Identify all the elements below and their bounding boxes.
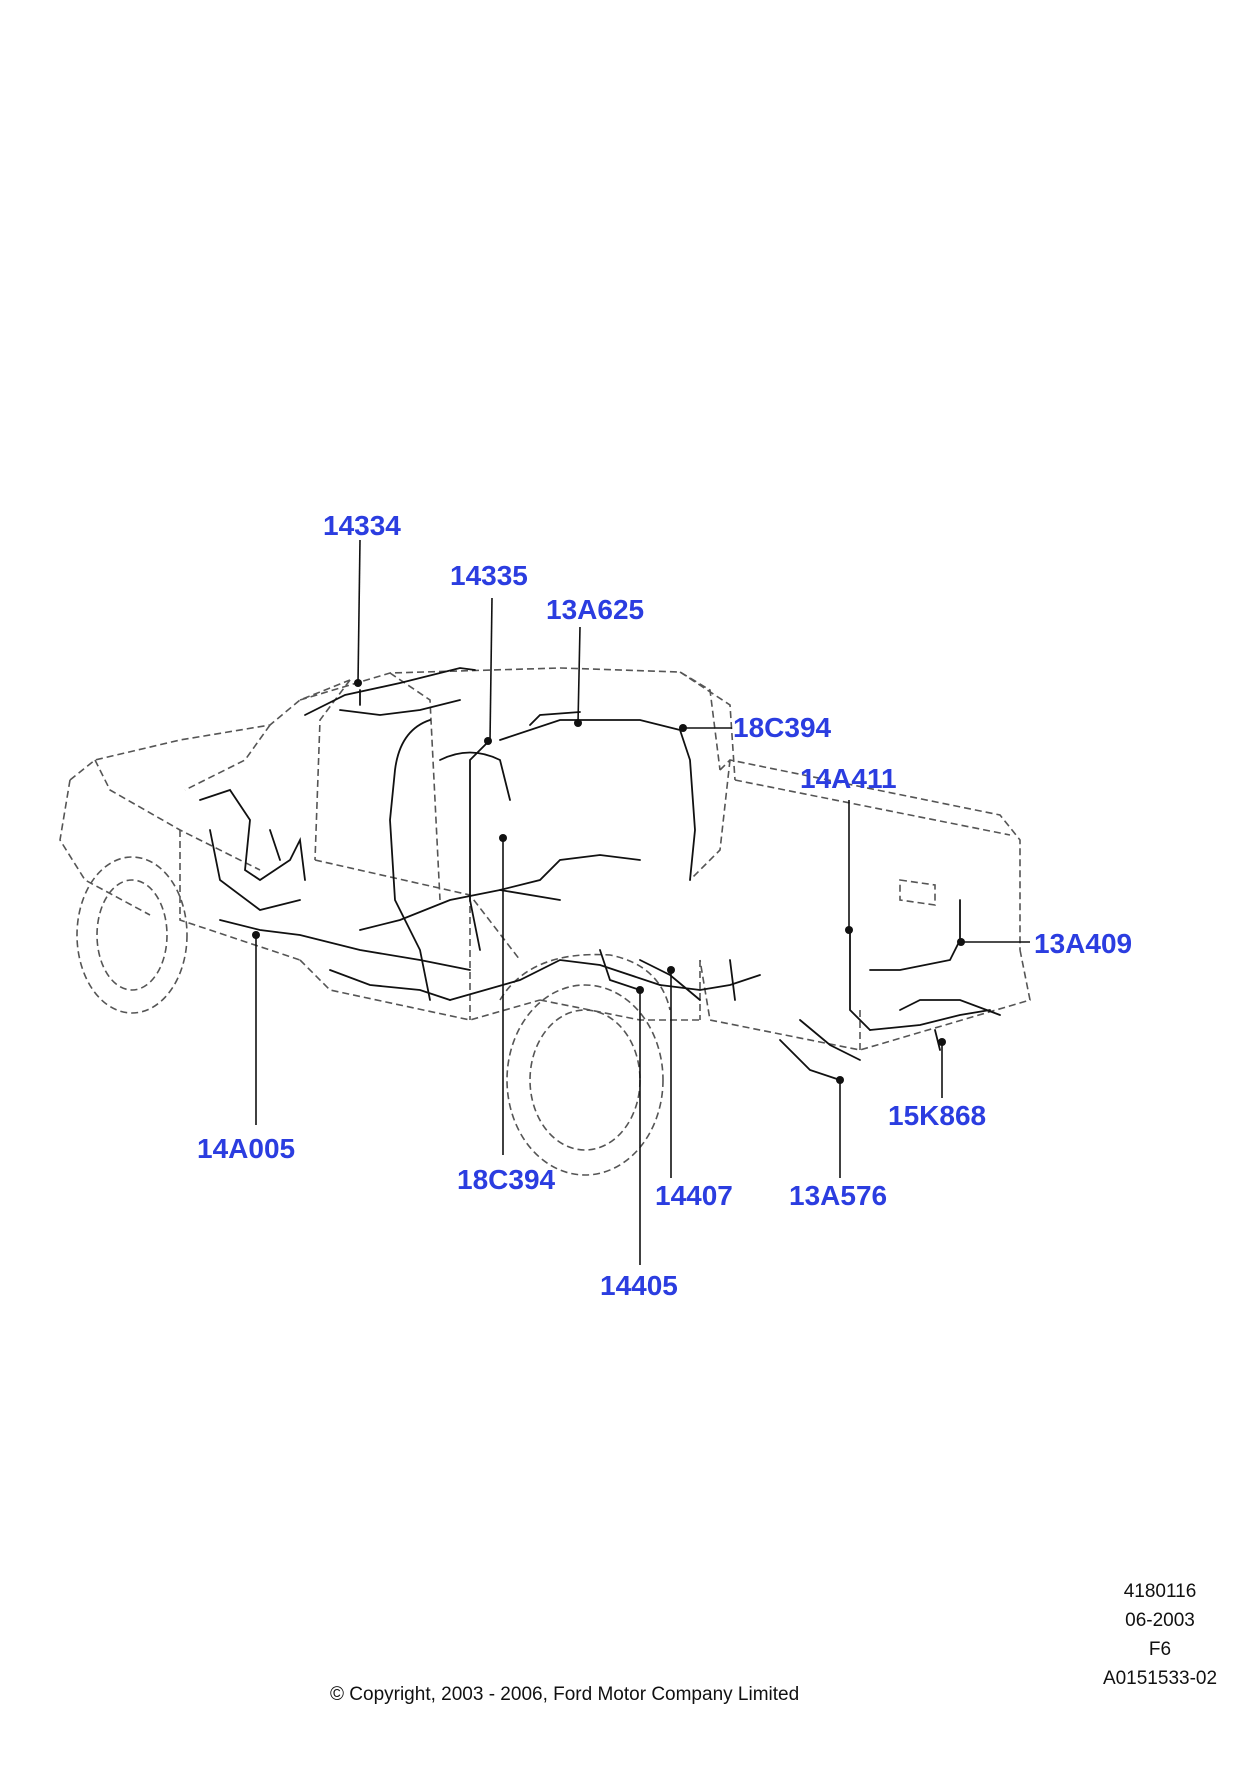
document-variant: F6 xyxy=(1148,1639,1172,1660)
wheel-front xyxy=(76,856,188,1014)
callout-18C394-top: 18C394 xyxy=(733,712,832,743)
callout-14407: 14407 xyxy=(655,1180,733,1211)
copyright-notice: © Copyright, 2003 - 2006, Ford Motor Com… xyxy=(330,1684,800,1705)
leader-14335 xyxy=(489,597,493,742)
leader-14334 xyxy=(357,539,361,684)
callout-14334: 14334 xyxy=(323,510,401,541)
callout-18C394-bottom: 18C394 xyxy=(457,1164,556,1195)
callout-13A409: 13A409 xyxy=(1034,928,1133,959)
connector-dots xyxy=(252,679,965,1084)
callout-13A625: 13A625 xyxy=(546,594,645,625)
callout-15K868: 15K868 xyxy=(888,1100,987,1131)
callout-14A411: 14A411 xyxy=(800,763,897,794)
callout-14335: 14335 xyxy=(450,560,528,591)
document-code: 4180116 xyxy=(1123,1581,1197,1602)
wiring-harness xyxy=(199,667,1001,1081)
callout-14A005: 14A005 xyxy=(197,1133,296,1164)
callout-14405: 14405 xyxy=(600,1270,678,1301)
wheel-rear xyxy=(499,953,671,1176)
document-reference: A0151533-02 xyxy=(1102,1668,1218,1689)
callout-13A576: 13A576 xyxy=(789,1180,888,1211)
leader-13A625 xyxy=(577,626,581,724)
leader-lines xyxy=(255,539,1030,1265)
document-date: 06-2003 xyxy=(1125,1610,1195,1631)
